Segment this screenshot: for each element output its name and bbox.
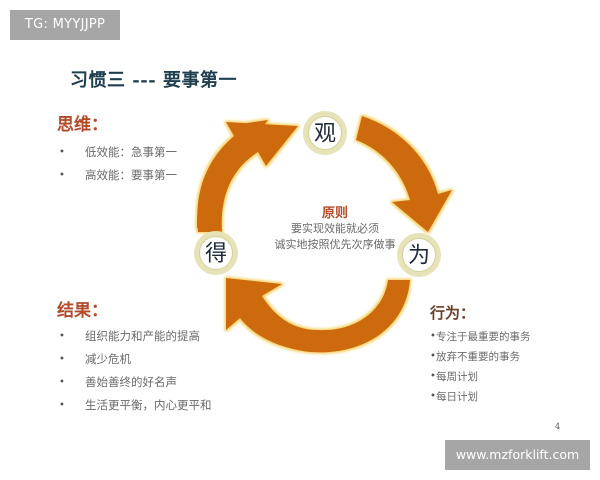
- list-item: •高效能：要事第一: [57, 164, 177, 187]
- list-item: •放弃不重要的事务: [430, 347, 531, 367]
- node-observe: 观: [303, 111, 347, 155]
- watermark-bottom-right: www.mzforklift.com: [445, 440, 590, 470]
- behavior-heading: 行为：: [430, 304, 476, 322]
- list-item: •减少危机: [57, 348, 212, 371]
- cycle-arrows: [196, 116, 452, 353]
- list-item: •低效能：急事第一: [57, 141, 177, 164]
- bullet-icon: •: [59, 354, 65, 365]
- behavior-section: 行为： •专注于最重要的事务 •放弃不重要的事务 •每周计划 •每日计划: [430, 302, 531, 407]
- bullet-icon: •: [430, 331, 436, 342]
- list-item: •专注于最重要的事务: [430, 327, 531, 347]
- bullet-icon: •: [59, 400, 65, 411]
- list-item: •善始善终的好名声: [57, 371, 212, 394]
- slide-title: 习惯三 --- 要事第一: [70, 70, 237, 91]
- bullet-icon: •: [430, 391, 436, 402]
- thinking-section: 思维： •低效能：急事第一 •高效能：要事第一: [57, 110, 177, 187]
- bullet-icon: •: [59, 170, 65, 181]
- bullet-icon: •: [59, 331, 65, 342]
- node-label-left: 得: [205, 242, 227, 267]
- page-number: 4: [555, 422, 561, 431]
- node-act: 为: [397, 233, 441, 277]
- list-item: •每日计划: [430, 387, 531, 407]
- principle-title: 原则: [321, 206, 348, 221]
- node-label-top: 观: [314, 122, 336, 147]
- bullet-icon: •: [430, 351, 436, 362]
- list-item: •每周计划: [430, 367, 531, 387]
- bullet-icon: •: [59, 147, 65, 158]
- results-list: •组织能力和产能的提高 •减少危机 •善始善终的好名声 •生活更平衡，内心更平和: [57, 325, 212, 417]
- behavior-list: •专注于最重要的事务 •放弃不重要的事务 •每周计划 •每日计划: [430, 327, 531, 407]
- list-item: •组织能力和产能的提高: [57, 325, 212, 348]
- thinking-list: •低效能：急事第一 •高效能：要事第一: [57, 141, 177, 187]
- bullet-icon: •: [59, 377, 65, 388]
- bullet-icon: •: [430, 371, 436, 382]
- watermark-top-left: TG: MYYJJPP: [10, 10, 120, 40]
- principle-line-1: 要实现效能就必须: [291, 222, 379, 235]
- results-section: 结果： •组织能力和产能的提高 •减少危机 •善始善终的好名声 •生活更平衡，内…: [57, 296, 212, 417]
- arrow-right-to-left: [226, 278, 410, 353]
- results-heading: 结果：: [57, 301, 108, 321]
- principle-line-2: 诚实地按照优先次序做事: [274, 238, 396, 251]
- node-label-right: 为: [408, 244, 430, 269]
- node-gain: 得: [194, 231, 238, 275]
- list-item: •生活更平衡，内心更平和: [57, 394, 212, 417]
- thinking-heading: 思维：: [57, 115, 108, 135]
- arrow-top-to-right: [356, 116, 452, 232]
